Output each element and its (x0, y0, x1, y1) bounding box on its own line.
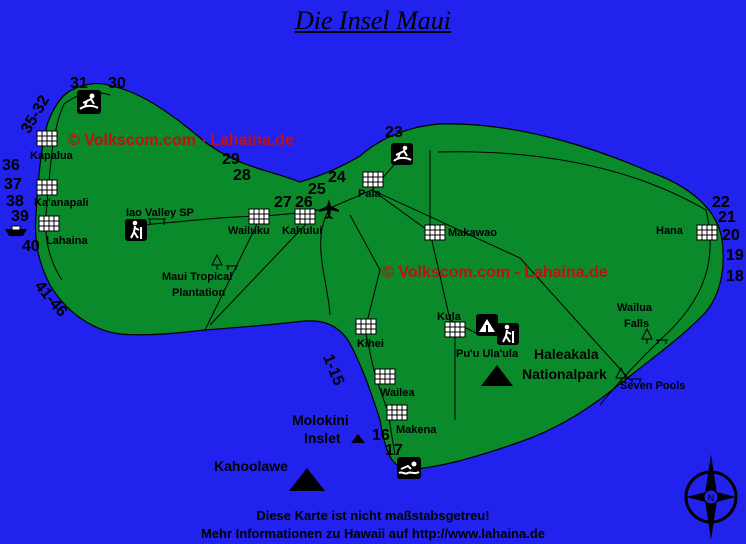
marker-28: 28 (233, 167, 251, 184)
hotel-icon (355, 318, 377, 335)
place-wailea: Wailea (380, 387, 415, 399)
place-puu-ulaula: Pu'u Ula'ula (456, 348, 519, 360)
copyright-text-2: © Volkscom.com - Lahaina.de (382, 264, 608, 281)
marker-40: 40 (22, 238, 40, 255)
hotel-icon (696, 224, 718, 241)
hotel-icon (444, 321, 466, 338)
map-title: Die Insel Maui (295, 6, 451, 35)
hotel-icon (424, 224, 446, 241)
marker-27: 27 (274, 194, 292, 211)
hiking-icon (497, 323, 519, 345)
marker-26: 26 (295, 194, 313, 211)
camping-icon (476, 314, 498, 336)
place-kihei: Kihei (357, 338, 384, 350)
place-wailuku: Wailuku (228, 225, 270, 237)
place-kahoolawe: Kahoolawe (214, 458, 288, 474)
compass-north-label: N (708, 493, 715, 503)
picnic-table-icon (148, 218, 166, 225)
place-molokini-line1: Molokini (292, 412, 349, 428)
marker-19: 19 (726, 247, 744, 264)
marker-23: 23 (385, 124, 403, 141)
maui-island (34, 83, 724, 471)
place-makawao: Makawao (448, 227, 497, 239)
place-seven-pools: Seven Pools (620, 380, 686, 392)
hiking-icon (125, 219, 147, 241)
marker-38: 38 (6, 193, 24, 210)
picnic-tree-icon (641, 327, 668, 344)
ferry-icon (5, 225, 27, 236)
kahoolawe-island-icon (289, 468, 325, 491)
hotel-icon (362, 171, 384, 188)
place-kaanapali: Ka'anapali (34, 197, 89, 209)
marker-29: 29 (222, 151, 240, 168)
place-kula: Kula (437, 311, 461, 323)
place-haleakala-line2: Nationalpark (522, 366, 607, 382)
place-kapalua: Kapalua (30, 150, 73, 162)
marker-25: 25 (308, 181, 326, 198)
hotel-icon (36, 179, 58, 196)
place-plantation-line2: Plantation (172, 287, 226, 299)
surfing-icon (77, 90, 101, 114)
compass-rose-icon: N (684, 454, 738, 540)
hotel-icon (248, 208, 270, 225)
hotel-icon (38, 215, 60, 232)
marker-22: 22 (712, 194, 730, 211)
place-kahului: Kahului (282, 225, 323, 237)
marker-39: 39 (11, 208, 29, 225)
surfing-icon (391, 143, 413, 165)
place-haleakala-line1: Haleakala (534, 346, 599, 362)
marker-30: 30 (108, 75, 126, 92)
marker-16: 16 (372, 427, 390, 444)
picnic-tree-icon (615, 366, 642, 383)
place-makena: Makena (396, 424, 437, 436)
hotel-icon (386, 404, 408, 421)
marker-31: 31 (70, 75, 88, 92)
place-paia: Paia (358, 188, 381, 200)
place-plantation-line1: Maui Tropical (162, 271, 233, 283)
scale-notice: Diese Karte ist nicht maßstabsgetreu! (256, 508, 490, 523)
marker-37: 37 (4, 176, 22, 193)
place-lahaina: Lahaina (46, 235, 88, 247)
swimming-icon (397, 457, 421, 479)
haleakala-peak-icon (481, 365, 513, 386)
more-info-link[interactable]: Mehr Informationen zu Hawaii auf http://… (200, 526, 546, 541)
place-wailua-line2: Falls (624, 318, 650, 330)
picnic-tree-icon (211, 253, 238, 270)
copyright-text-1: © Volkscom.com - Lahaina.de (68, 132, 294, 149)
molokini-islet-icon (351, 434, 365, 443)
marker-20: 20 (722, 227, 740, 244)
place-molokini-line2: Inslet (304, 430, 341, 446)
place-wailua-line1: Wailua (617, 302, 653, 314)
place-iao-valley: Iao Valley SP (126, 207, 194, 219)
hotel-icon (36, 130, 58, 147)
hotel-icon (294, 208, 316, 225)
marker-18: 18 (726, 268, 744, 285)
marker-21: 21 (718, 209, 736, 226)
place-hana: Hana (656, 225, 683, 237)
airport-icon (319, 199, 339, 219)
marker-17: 17 (385, 442, 403, 459)
marker-36: 36 (2, 157, 20, 174)
hotel-icon (374, 368, 396, 385)
marker-24: 24 (328, 169, 346, 186)
